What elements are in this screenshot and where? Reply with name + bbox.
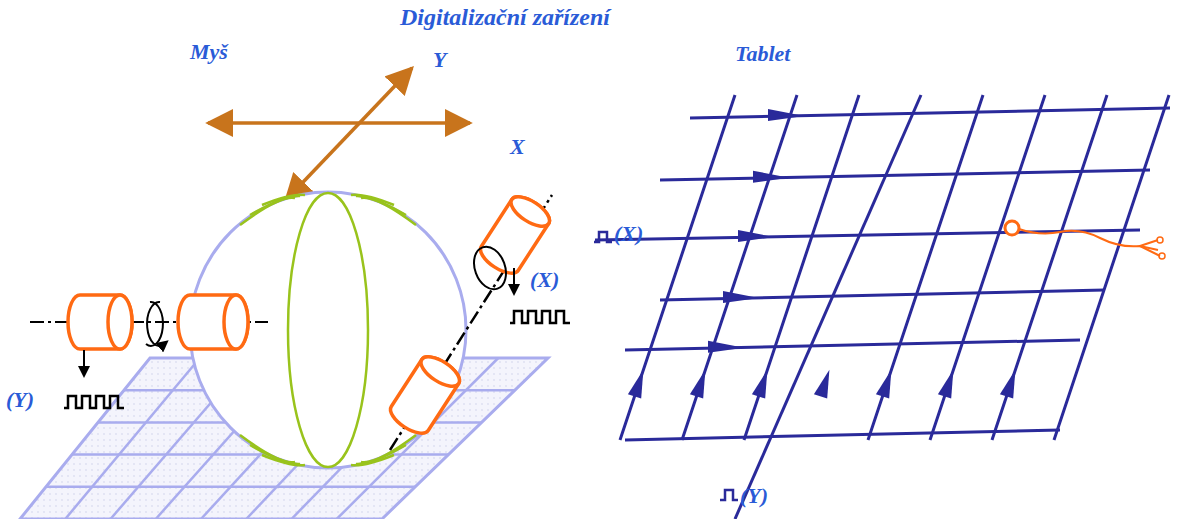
- signal-name: (Y): [740, 484, 768, 508]
- y-encoder: [30, 295, 268, 408]
- x-wire: [625, 340, 1080, 350]
- y-wire: [1054, 95, 1169, 440]
- tablet-pen: [1005, 221, 1165, 259]
- wire-arrow: [690, 370, 705, 399]
- y-wire: [620, 95, 735, 440]
- diagram-title: Digitalizační zařízení: [400, 4, 610, 30]
- wire-arrow: [876, 370, 891, 399]
- tablet-grid: [595, 95, 1170, 519]
- x-wire: [690, 108, 1170, 118]
- device-name: Myš: [190, 40, 228, 64]
- wire-arrow: [814, 370, 829, 399]
- wire-arrow: [938, 370, 953, 399]
- wire-arrow: [768, 109, 804, 121]
- signal-name: (Y): [6, 388, 34, 412]
- axis-arrows: [208, 68, 470, 200]
- device-name: Tablet: [735, 42, 790, 66]
- y-wire: [930, 95, 1045, 440]
- signal-name: (X): [614, 222, 643, 246]
- axis-label: X: [510, 135, 525, 159]
- wire-arrow: [738, 230, 774, 242]
- axis-label: Y: [433, 48, 446, 72]
- y-wire: [744, 95, 859, 440]
- x-wire: [660, 170, 1150, 180]
- y-wire: [682, 95, 797, 440]
- wire-arrow: [1000, 370, 1015, 399]
- tablet-pulses: [594, 232, 738, 500]
- mouse-ball: [190, 192, 466, 468]
- x-encoder: [386, 191, 570, 450]
- y-wire: [868, 95, 983, 440]
- y-wire: [992, 95, 1107, 440]
- y-wire: [735, 95, 921, 519]
- wire-arrow: [628, 370, 643, 399]
- wire-arrow: [752, 370, 767, 399]
- signal-name: (X): [530, 268, 559, 292]
